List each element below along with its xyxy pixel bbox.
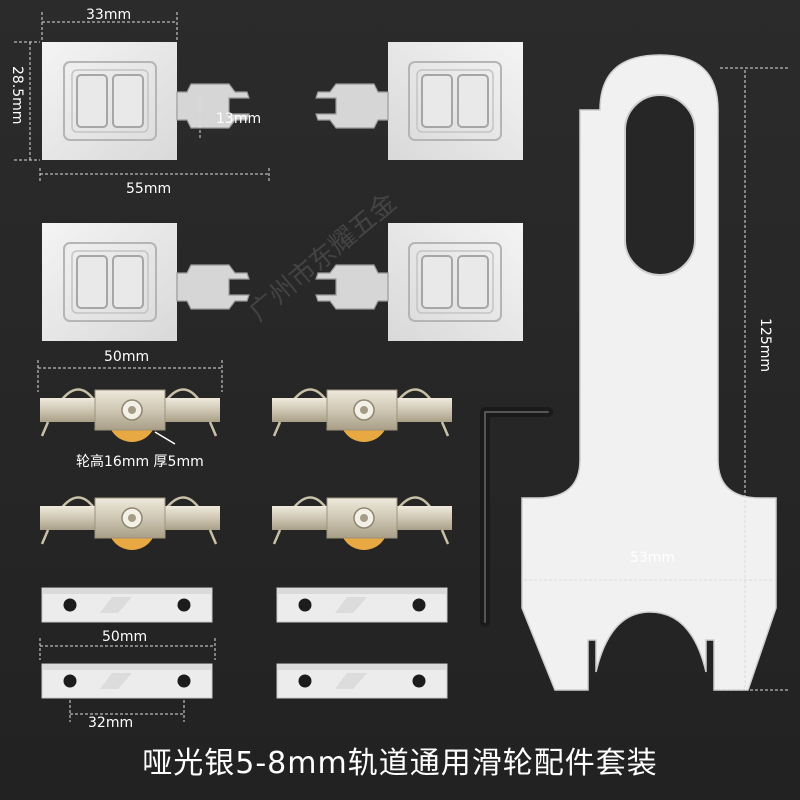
glider-3 [38, 496, 222, 552]
glider-2 [270, 388, 454, 444]
dim-glider-length: 50mm [104, 349, 150, 365]
dim-bracket-height: 28.5mm [9, 66, 25, 125]
dim-tool-height: 125mm [757, 318, 773, 372]
install-tool [521, 54, 777, 691]
bracket-left-1 [41, 41, 250, 161]
bracket-right-1 [315, 41, 524, 161]
glider-4 [270, 496, 454, 552]
product-caption: 哑光银5-8mm轨道通用滑轮配件套装 [142, 746, 658, 781]
connector-2 [276, 587, 448, 623]
glider-1 [38, 388, 222, 444]
dim-hole-spacing: 32mm [88, 715, 134, 731]
bracket-left-2 [41, 222, 250, 342]
dim-tool-width: 53mm [630, 550, 676, 566]
dim-wheel-spec: 轮高16mm 厚5mm [76, 454, 204, 470]
connector-1 [41, 587, 213, 623]
dim-bracket-width: 33mm [86, 7, 132, 23]
connector-4 [276, 663, 448, 699]
dim-clip-width: 13mm [216, 111, 262, 127]
connector-3 [41, 663, 213, 699]
dim-bracket-total: 55mm [126, 181, 172, 197]
dim-connector-length: 50mm [102, 629, 148, 645]
